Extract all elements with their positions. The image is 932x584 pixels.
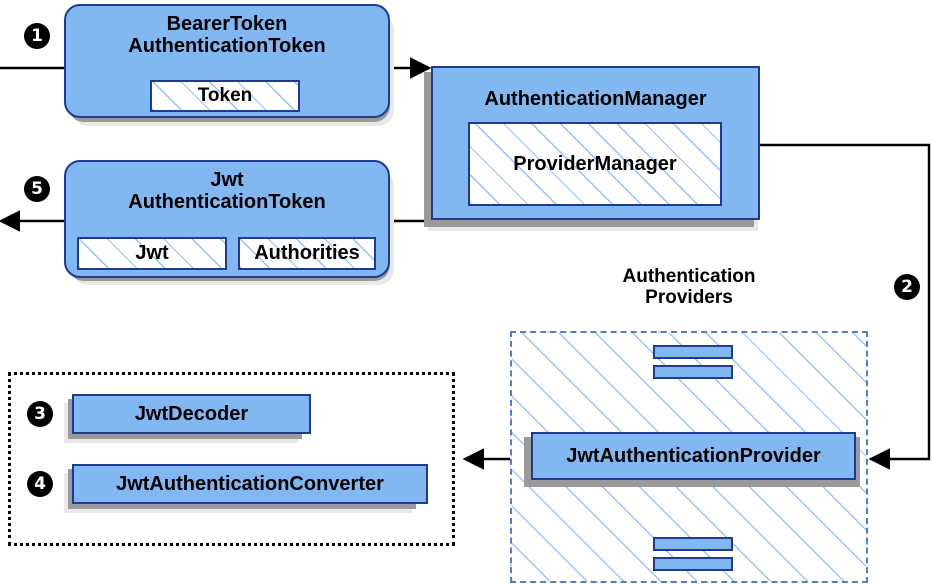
authentication-manager-label: AuthenticationManager — [484, 88, 707, 110]
step-badge-5: 5 — [24, 176, 50, 202]
jwt-authentication-provider-node[interactable]: JwtAuthenticationProvider — [531, 432, 856, 480]
provider-stack-bar-bottom-1 — [653, 537, 733, 551]
bearer-token-authentication-token-label: BearerToken AuthenticationToken — [128, 13, 326, 58]
bearer-token-slot-token: Token — [150, 80, 300, 112]
jwt-authentication-converter-node[interactable]: JwtAuthenticationConverter — [72, 464, 428, 504]
step-badge-4: 4 — [27, 471, 53, 497]
jwt-support-components-group — [8, 372, 455, 546]
step-badge-3: 3 — [27, 401, 53, 427]
step-badge-2: 2 — [894, 274, 920, 300]
jwt-authentication-converter-label: JwtAuthenticationConverter — [116, 472, 384, 495]
jwt-authentication-token-slot-authorities: Authorities — [238, 237, 376, 270]
authentication-manager-slot-provider-manager: ProviderManager — [468, 122, 722, 206]
jwt-decoder-label: JwtDecoder — [134, 402, 249, 425]
authentication-providers-label: Authentication Providers — [622, 266, 756, 309]
jwt-authentication-token-slot-jwt: Jwt — [77, 237, 227, 270]
step-badge-1: 1 — [24, 23, 50, 49]
provider-stack-bar-top-2 — [653, 365, 733, 379]
jwt-decoder-node[interactable]: JwtDecoder — [72, 394, 311, 434]
jwt-authentication-token-label: Jwt AuthenticationToken — [128, 169, 326, 214]
jwt-authentication-provider-label: JwtAuthenticationProvider — [566, 444, 821, 467]
provider-stack-bar-bottom-2 — [653, 557, 733, 571]
provider-stack-bar-top-1 — [653, 345, 733, 359]
